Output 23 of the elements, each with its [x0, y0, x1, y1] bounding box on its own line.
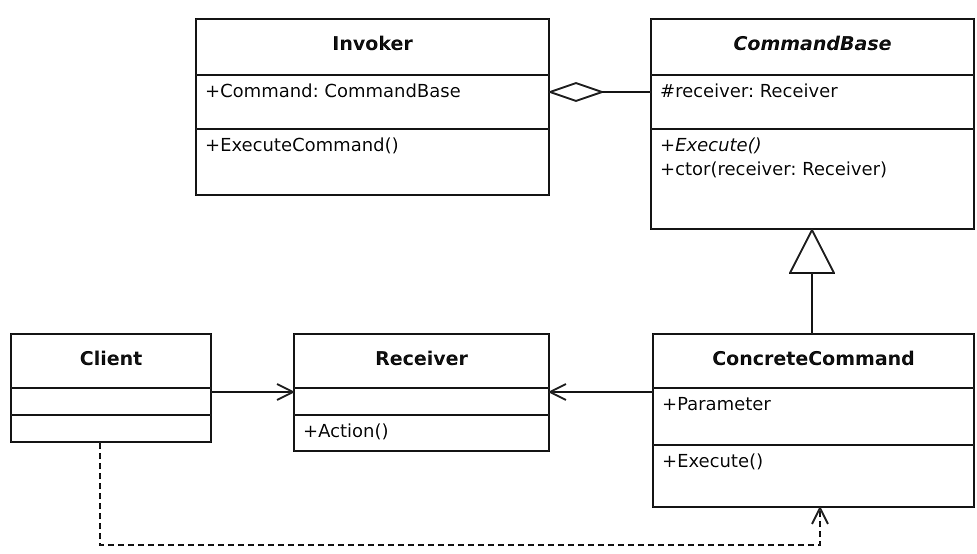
- association-arrow: [212, 383, 294, 401]
- method-text: +ctor(receiver: Receiver): [660, 158, 888, 182]
- attribute-text: #receiver: Receiver: [660, 80, 838, 104]
- class-box: [650, 18, 975, 230]
- class-box: [10, 333, 212, 443]
- class-name: Receiver: [375, 347, 468, 371]
- class-box: [195, 18, 550, 196]
- method-text: +ExecuteCommand(): [205, 134, 399, 158]
- class-box: [652, 333, 975, 508]
- attribute-text: +Parameter: [662, 393, 771, 417]
- class-name: Invoker: [332, 32, 413, 56]
- attribute-text: +Command: CommandBase: [205, 80, 461, 104]
- inheritance-arrow: [789, 229, 835, 333]
- dependency-arrow: [99, 443, 829, 546]
- method-text: +Execute(): [660, 134, 762, 158]
- association-arrow: [549, 383, 652, 401]
- class-name: ConcreteCommand: [712, 347, 915, 371]
- method-text: +Execute(): [662, 450, 764, 474]
- aggregation-line: [549, 82, 650, 102]
- class-name: Client: [80, 347, 142, 371]
- class-name: CommandBase: [733, 32, 892, 56]
- method-text: +Action(): [303, 420, 388, 444]
- class-box: [293, 333, 550, 452]
